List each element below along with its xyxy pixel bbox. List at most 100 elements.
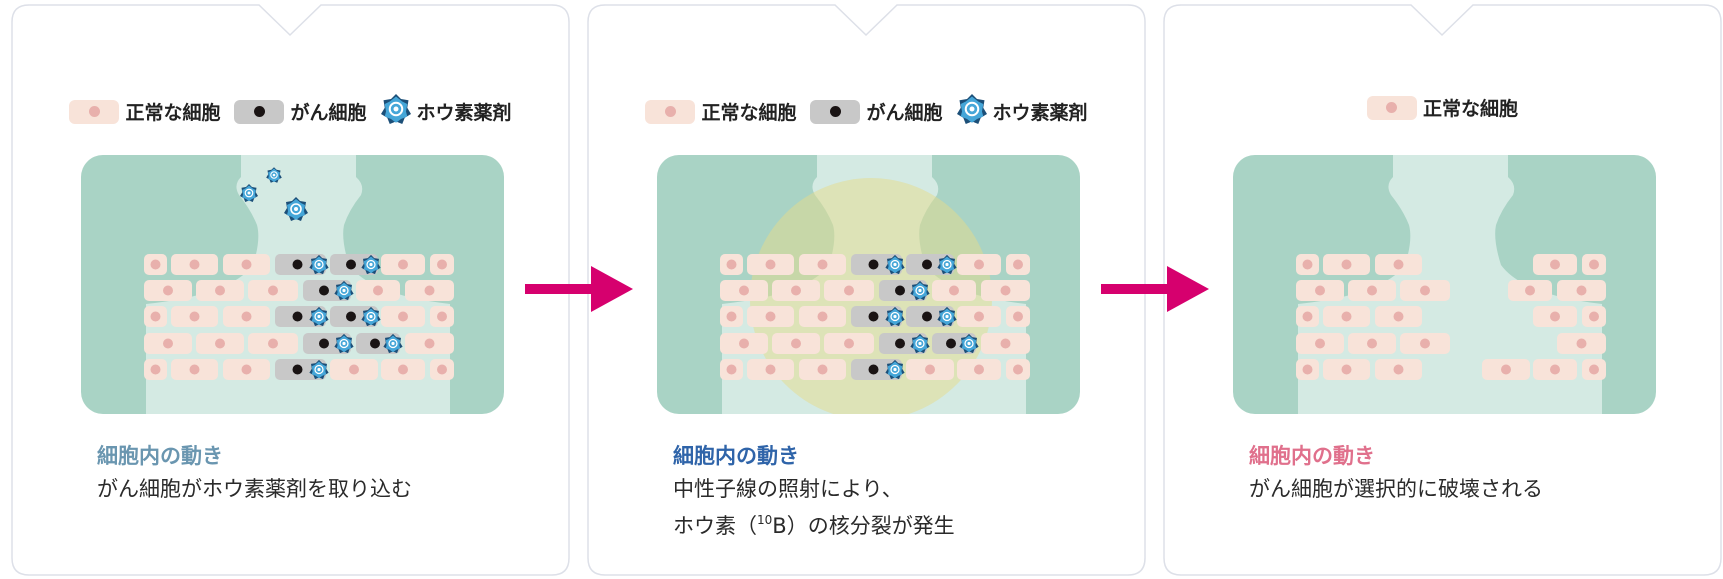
normal-cell (248, 280, 298, 301)
boron-drug-icon (309, 254, 329, 275)
normal-cell (981, 333, 1030, 354)
step-heading: 細胞内の動き (673, 444, 799, 468)
cancer-cell (906, 306, 957, 327)
boron-drug-icon (910, 280, 930, 301)
boron-drug-icon (383, 333, 403, 354)
normal-cell (799, 254, 846, 275)
normal-cell (1296, 359, 1319, 380)
boron-drug-icon (885, 359, 905, 380)
normal-cell (1323, 306, 1370, 327)
boron-drug-icon (956, 94, 987, 129)
normal-cell (720, 333, 768, 354)
legend-label: ホウ素薬剤 (416, 102, 512, 124)
step-panel-2: 正常な細胞がん細胞 ホウ素薬剤 細胞内の動き中性子線の照射により、ホウ素（10B… (587, 4, 1146, 576)
normal-cell (1482, 359, 1530, 380)
normal-cell (144, 254, 167, 275)
normal-cell (405, 333, 454, 354)
legend-item-normal: 正常な細胞 (1366, 94, 1518, 121)
normal-cell (1533, 254, 1577, 275)
legend-label: 正常な細胞 (701, 102, 797, 124)
step-panel-3: 正常な細胞 細胞内の動きがん細胞が選択的に破壊される (1163, 4, 1722, 576)
normal-cell (144, 306, 167, 327)
cancer-cell-swatch (234, 99, 285, 124)
normal-cell (720, 306, 743, 327)
step-panel-1: 正常な細胞がん細胞 ホウ素薬剤 細胞 (11, 4, 570, 576)
normal-cell (957, 254, 1001, 275)
cancer-cell (303, 280, 354, 301)
normal-cell (720, 254, 743, 275)
normal-cell (144, 359, 167, 380)
normal-cell (747, 359, 794, 380)
legend-label: 正常な細胞 (125, 102, 221, 124)
boron-drug-icon (334, 280, 354, 301)
boron-drug-icon (380, 94, 411, 124)
normal-cell (381, 254, 425, 275)
cancer-cell (932, 333, 979, 354)
normal-cell (1582, 359, 1606, 380)
cancer-cell (851, 254, 905, 275)
legend-label: がん細胞 (866, 102, 943, 124)
normal-cell (1400, 333, 1450, 354)
cancer-cell (330, 306, 381, 327)
normal-cell (747, 254, 794, 275)
tissue-illustration (1233, 155, 1656, 414)
normal-cell (196, 280, 244, 301)
next-step-arrow-icon (525, 266, 633, 312)
normal-cell (223, 254, 270, 275)
cancer-cell (851, 359, 905, 380)
normal-cell (1400, 280, 1450, 301)
cancer-cell (330, 254, 381, 275)
normal-cell (171, 306, 218, 327)
normal-cell (1296, 306, 1319, 327)
cancer-cell (303, 333, 354, 354)
normal-cell (171, 254, 218, 275)
normal-cell (171, 359, 218, 380)
normal-cell (1006, 359, 1030, 380)
normal-cell (405, 280, 454, 301)
normal-cell (1348, 280, 1396, 301)
step-description: がん細胞が選択的に破壊される (1249, 474, 1543, 505)
normal-cell (824, 333, 874, 354)
normal-cell (1006, 254, 1030, 275)
legend-item-boron: ホウ素薬剤 (380, 94, 512, 129)
normal-cell (223, 306, 270, 327)
normal-cell (1582, 306, 1606, 327)
legend-item-boron: ホウ素薬剤 (956, 94, 1088, 129)
normal-cell (772, 333, 820, 354)
normal-cell (1533, 359, 1577, 380)
boron-drug-icon (361, 306, 381, 327)
boron-drug-icon (309, 306, 329, 327)
normal-cell (430, 254, 454, 275)
normal-cell (1557, 333, 1606, 354)
normal-cell (981, 280, 1030, 301)
boron-drug-icon (309, 359, 329, 380)
normal-cell (1323, 254, 1370, 275)
normal-cell (799, 359, 846, 380)
cancer-cell (906, 254, 957, 275)
boron-drug-icon (361, 254, 381, 275)
step-heading: 細胞内の動き (97, 444, 223, 468)
normal-cell (747, 306, 794, 327)
normal-cell (356, 280, 400, 301)
normal-cell (144, 280, 192, 301)
boron-drug-icon (956, 94, 987, 124)
cancer-cell (275, 306, 329, 327)
next-step-arrow-icon (1101, 266, 1209, 312)
normal-cell (430, 306, 454, 327)
description-line: 中性子線の照射により、 (673, 477, 903, 501)
normal-cell (1533, 306, 1577, 327)
legend-label: ホウ素薬剤 (992, 102, 1088, 124)
normal-cell-swatch (1366, 95, 1417, 120)
boron-drug-icon (937, 254, 957, 275)
normal-cell (144, 333, 192, 354)
boron-drug-icon (240, 184, 258, 202)
boron-drug-icon (910, 333, 930, 354)
legend-item-cancer: がん細胞 (810, 98, 943, 125)
normal-cell (1296, 254, 1319, 275)
normal-cell (1375, 254, 1422, 275)
normal-cell (248, 333, 298, 354)
normal-cell (1508, 280, 1552, 301)
description-line: がん細胞がホウ素薬剤を取り込む (97, 477, 412, 501)
normal-cell (381, 359, 425, 380)
legend: 正常な細胞がん細胞 ホウ素薬剤 (11, 94, 570, 129)
